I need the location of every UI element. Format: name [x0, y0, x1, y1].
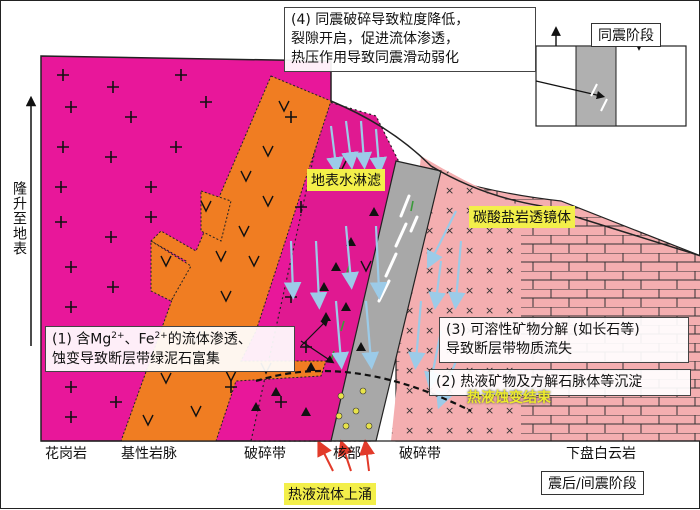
- note4-line3: 热压作用导致同震滑动弱化: [291, 49, 529, 68]
- label-granite: 花岗岩: [45, 446, 87, 463]
- hydrothermal-end-label: 热液蚀变结束: [467, 387, 551, 407]
- note3: (3) 可溶性矿物分解 (如长石等) 导致断层带物质流失: [439, 317, 689, 363]
- note3-line1: (3) 可溶性矿物分解 (如长石等): [446, 321, 682, 340]
- note4-line2: 裂隙开启，促进流体渗透，: [291, 30, 529, 49]
- label-core: 核部: [333, 446, 361, 463]
- coseismic-note: (4) 同震破碎导致粒度降低， 裂隙开启，促进流体渗透， 热压作用导致同震滑动弱…: [284, 7, 536, 72]
- note1-line1: (1) 含Mg2+、Fe2+的流体渗透、: [52, 330, 288, 350]
- uplift-label: 隆升至地表: [9, 181, 29, 256]
- carbonate-lens-label: 碳酸盐岩透镜体: [469, 206, 575, 228]
- coseismic-stage-label: 同震阶段: [591, 23, 661, 47]
- label-footwall-dolomite: 下盘白云岩: [566, 446, 636, 463]
- surface-water-label: 地表水淋滤: [307, 169, 385, 191]
- label-fracture-right: 破碎带: [399, 446, 441, 463]
- note1-line2: 蚀变导致断层带绿泥石富集: [52, 350, 288, 369]
- postseismic-stage-label: 震后/间震阶段: [541, 471, 644, 495]
- note3-line2: 导致断层带物质流失: [446, 340, 682, 359]
- fluid-upwelling-label: 热液流体上涌: [284, 483, 376, 505]
- label-mafic-dyke: 基性岩脉: [121, 446, 177, 463]
- note4-line1: (4) 同震破碎导致粒度降低，: [291, 11, 529, 30]
- label-fracture-left: 破碎带: [244, 446, 286, 463]
- note1: (1) 含Mg2+、Fe2+的流体渗透、 蚀变导致断层带绿泥石富集: [45, 326, 295, 372]
